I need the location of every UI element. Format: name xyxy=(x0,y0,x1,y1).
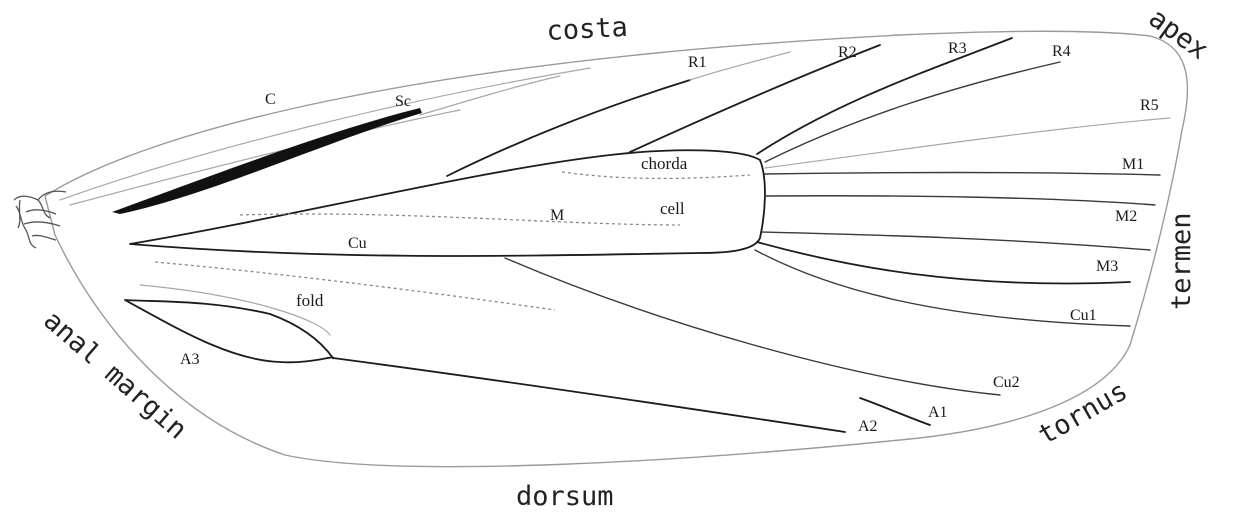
discal-cell xyxy=(129,149,766,257)
label-vein-cu1: Cu1 xyxy=(1070,307,1097,324)
label-vein-a1: A1 xyxy=(928,404,948,421)
label-vein-a2: A2 xyxy=(858,418,878,435)
label-cell: cell xyxy=(660,199,685,218)
label-chorda: chorda xyxy=(641,154,688,173)
label-vein-cu: Cu xyxy=(348,235,367,252)
fold-dashed xyxy=(154,261,556,311)
label-vein-r4: R4 xyxy=(1052,43,1071,60)
vein-m2 xyxy=(764,195,1156,206)
label-vein-r5: R5 xyxy=(1140,97,1159,114)
label-vein-a3: A3 xyxy=(180,351,200,368)
label-costa: costa xyxy=(546,12,629,47)
label-dorsum: dorsum xyxy=(516,481,614,512)
vein-m3 xyxy=(761,231,1151,251)
label-termen: termen xyxy=(1166,212,1197,310)
vein-anal-light xyxy=(139,284,331,336)
label-vein-sc: Sc xyxy=(395,93,411,110)
chorda-dashed xyxy=(561,171,751,180)
vein-m-dashed xyxy=(239,213,681,226)
vein-r2 xyxy=(629,44,881,153)
vein-cu2 xyxy=(504,257,1001,396)
vein-r5 xyxy=(764,117,1171,169)
vein-m1 xyxy=(764,171,1161,176)
label-vein-r1: R1 xyxy=(688,54,707,71)
vein-r3 xyxy=(756,37,1013,155)
label-tornus: tornus xyxy=(1033,375,1133,451)
label-vein-m1: M1 xyxy=(1122,156,1144,173)
label-vein-c: C xyxy=(265,91,276,108)
wing-base xyxy=(13,190,67,249)
label-vein-cu2: Cu2 xyxy=(993,374,1020,391)
vein-sc-thick xyxy=(112,108,422,214)
label-fold: fold xyxy=(296,291,324,310)
vein-a1-a2 xyxy=(332,357,846,433)
vein-costa-line xyxy=(59,67,591,201)
vein-sc-light xyxy=(69,109,461,206)
vein-r1-distal xyxy=(689,51,791,81)
label-vein-r2: R2 xyxy=(838,44,857,61)
label-vein-m2: M2 xyxy=(1115,208,1137,225)
vein-r4 xyxy=(764,61,1061,163)
vein-r1-base-light xyxy=(419,75,561,116)
vein-a1 xyxy=(859,397,931,426)
wing-outline xyxy=(44,30,1189,468)
vein-cu1a xyxy=(756,241,1131,285)
vein-cu1b xyxy=(754,249,1131,327)
label-vein-m: M xyxy=(550,207,564,224)
label-vein-r3: R3 xyxy=(948,40,967,57)
label-anal-margin: anal margin xyxy=(37,305,192,446)
label-vein-m3: M3 xyxy=(1096,258,1118,275)
label-apex: apex xyxy=(1143,3,1214,66)
vein-r1 xyxy=(446,79,691,177)
